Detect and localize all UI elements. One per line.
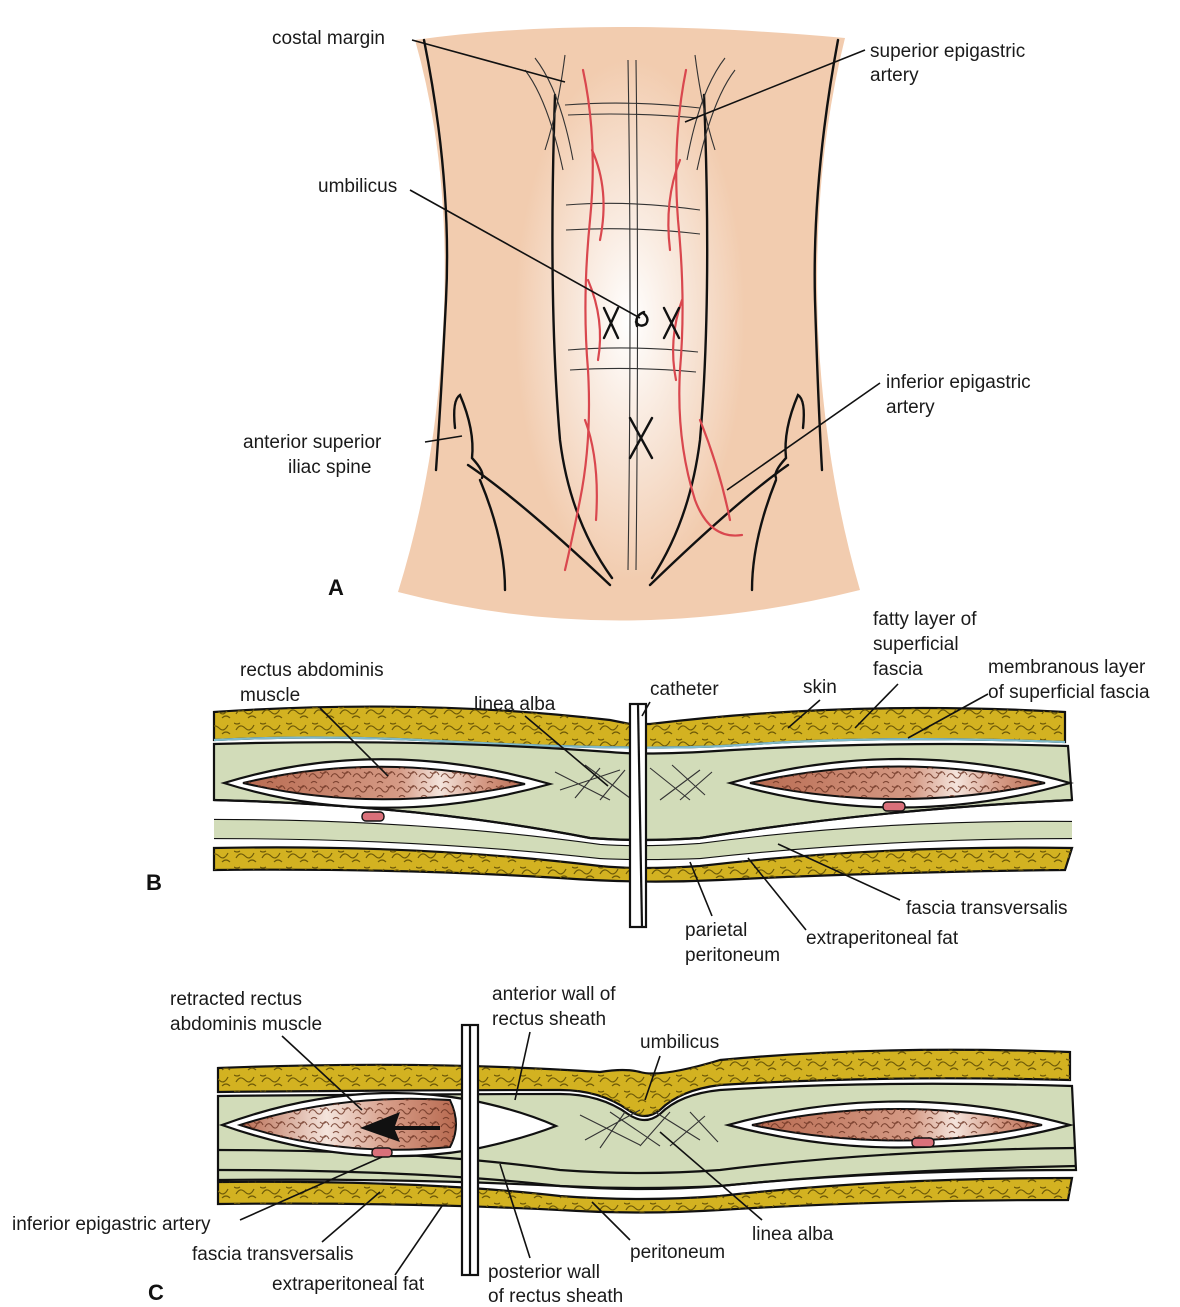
panel-letter-c: C bbox=[148, 1280, 164, 1305]
panel-a-abdomen bbox=[398, 27, 860, 621]
label-rectus-1: rectus abdominis bbox=[240, 660, 384, 681]
label-parietal-2: peritoneum bbox=[685, 945, 780, 966]
label-membranous-2: of superficial fascia bbox=[988, 682, 1150, 703]
label-umbilicus-a: umbilicus bbox=[318, 176, 397, 197]
c-epigastric-vessel-left bbox=[372, 1148, 392, 1157]
label-anterior-wall-2: rectus sheath bbox=[492, 1009, 606, 1030]
label-fascia-transversalis-c: fascia transversalis bbox=[192, 1244, 354, 1265]
label-retracted-1: retracted rectus bbox=[170, 989, 302, 1010]
label-retracted-2: abdominis muscle bbox=[170, 1014, 322, 1035]
label-inferior-epigastric-c: inferior epigastric artery bbox=[12, 1214, 211, 1235]
label-superior-epigastric-1: superior epigastric bbox=[870, 41, 1025, 62]
label-parietal-1: parietal bbox=[685, 920, 747, 941]
label-asis-1: anterior superior bbox=[243, 432, 382, 453]
label-skin: skin bbox=[803, 677, 837, 698]
b-epigastric-vessel-right bbox=[883, 802, 905, 811]
c-epigastric-vessel-right bbox=[912, 1138, 934, 1147]
label-anterior-wall-1: anterior wall of bbox=[492, 984, 616, 1005]
label-posterior-wall-1: posterior wall bbox=[488, 1262, 600, 1283]
label-extraperitoneal-fat-b: extraperitoneal fat bbox=[806, 928, 959, 949]
label-fatty-3: fascia bbox=[873, 659, 923, 680]
b-epigastric-vessel-left bbox=[362, 812, 384, 821]
label-costal-margin: costal margin bbox=[272, 28, 385, 49]
label-membranous-1: membranous layer bbox=[988, 657, 1146, 678]
label-umbilicus-c: umbilicus bbox=[640, 1032, 719, 1053]
label-linea-alba-c: linea alba bbox=[752, 1224, 834, 1245]
panel-letter-a: A bbox=[328, 575, 344, 600]
label-asis-2: iliac spine bbox=[288, 457, 371, 478]
label-peritoneum-c: peritoneum bbox=[630, 1242, 725, 1263]
panel-b-cross-section bbox=[214, 704, 1072, 927]
label-fatty-1: fatty layer of bbox=[873, 609, 977, 630]
label-rectus-2: muscle bbox=[240, 685, 300, 706]
panel-c-cross-section bbox=[218, 1025, 1076, 1275]
label-linea-alba-b: linea alba bbox=[474, 694, 556, 715]
label-inferior-epigastric-1: inferior epigastric bbox=[886, 372, 1031, 393]
label-inferior-epigastric-2: artery bbox=[886, 397, 935, 418]
label-fatty-2: superficial bbox=[873, 634, 959, 655]
label-fascia-transversalis-b: fascia transversalis bbox=[906, 898, 1068, 919]
label-extraperitoneal-fat-c: extraperitoneal fat bbox=[272, 1274, 425, 1295]
panel-letter-b: B bbox=[146, 870, 162, 895]
label-catheter: catheter bbox=[650, 679, 719, 700]
label-superior-epigastric-2: artery bbox=[870, 65, 919, 86]
label-posterior-wall-2: of rectus sheath bbox=[488, 1286, 623, 1307]
